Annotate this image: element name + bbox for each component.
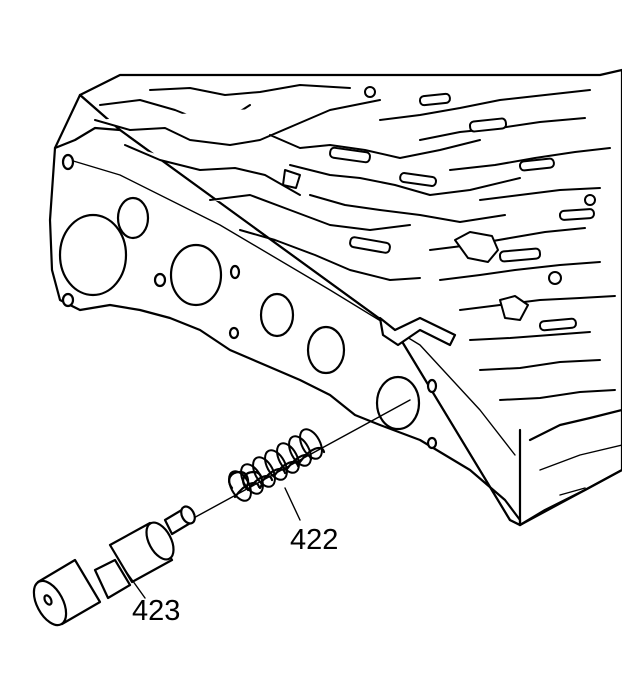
fluid-channels	[94, 84, 616, 401]
callout-423: 423	[132, 595, 180, 627]
front-face-band	[69, 159, 516, 456]
bolt-hole-2	[61, 292, 75, 308]
bore-4	[306, 325, 346, 375]
bore-target	[375, 375, 421, 431]
valve-body	[48, 68, 622, 527]
valve-land-2-face	[145, 521, 175, 561]
valve-423	[32, 505, 196, 627]
valve-stem-face	[180, 505, 196, 525]
callout-422: 422	[290, 524, 338, 556]
bolt-hole-5	[228, 326, 240, 340]
valve-neck	[93, 558, 132, 600]
bolt-hole-7	[426, 436, 438, 450]
spring-422	[228, 428, 326, 521]
spring-loops	[228, 428, 323, 502]
bore-large-1	[58, 213, 128, 297]
bolt-hole-1	[61, 153, 75, 171]
side-wall-ledge-2	[539, 444, 622, 471]
bolt-hole-4	[229, 264, 241, 280]
bolt-hole-6	[426, 378, 438, 394]
bore-small-1	[116, 196, 150, 240]
assembly-axis-line	[189, 399, 411, 521]
rim-edge	[53, 126, 122, 150]
side-wall-edge	[518, 468, 622, 527]
side-wall-ledge	[528, 408, 622, 442]
valve-head-center	[43, 594, 53, 606]
bore-2	[169, 243, 223, 307]
bore-3	[259, 292, 295, 338]
callout-422-leader	[284, 487, 301, 521]
bolt-hole-3	[153, 272, 167, 288]
slot-notch	[378, 316, 457, 347]
side-wall-tick	[559, 487, 586, 496]
callout-423-leader	[124, 569, 146, 599]
